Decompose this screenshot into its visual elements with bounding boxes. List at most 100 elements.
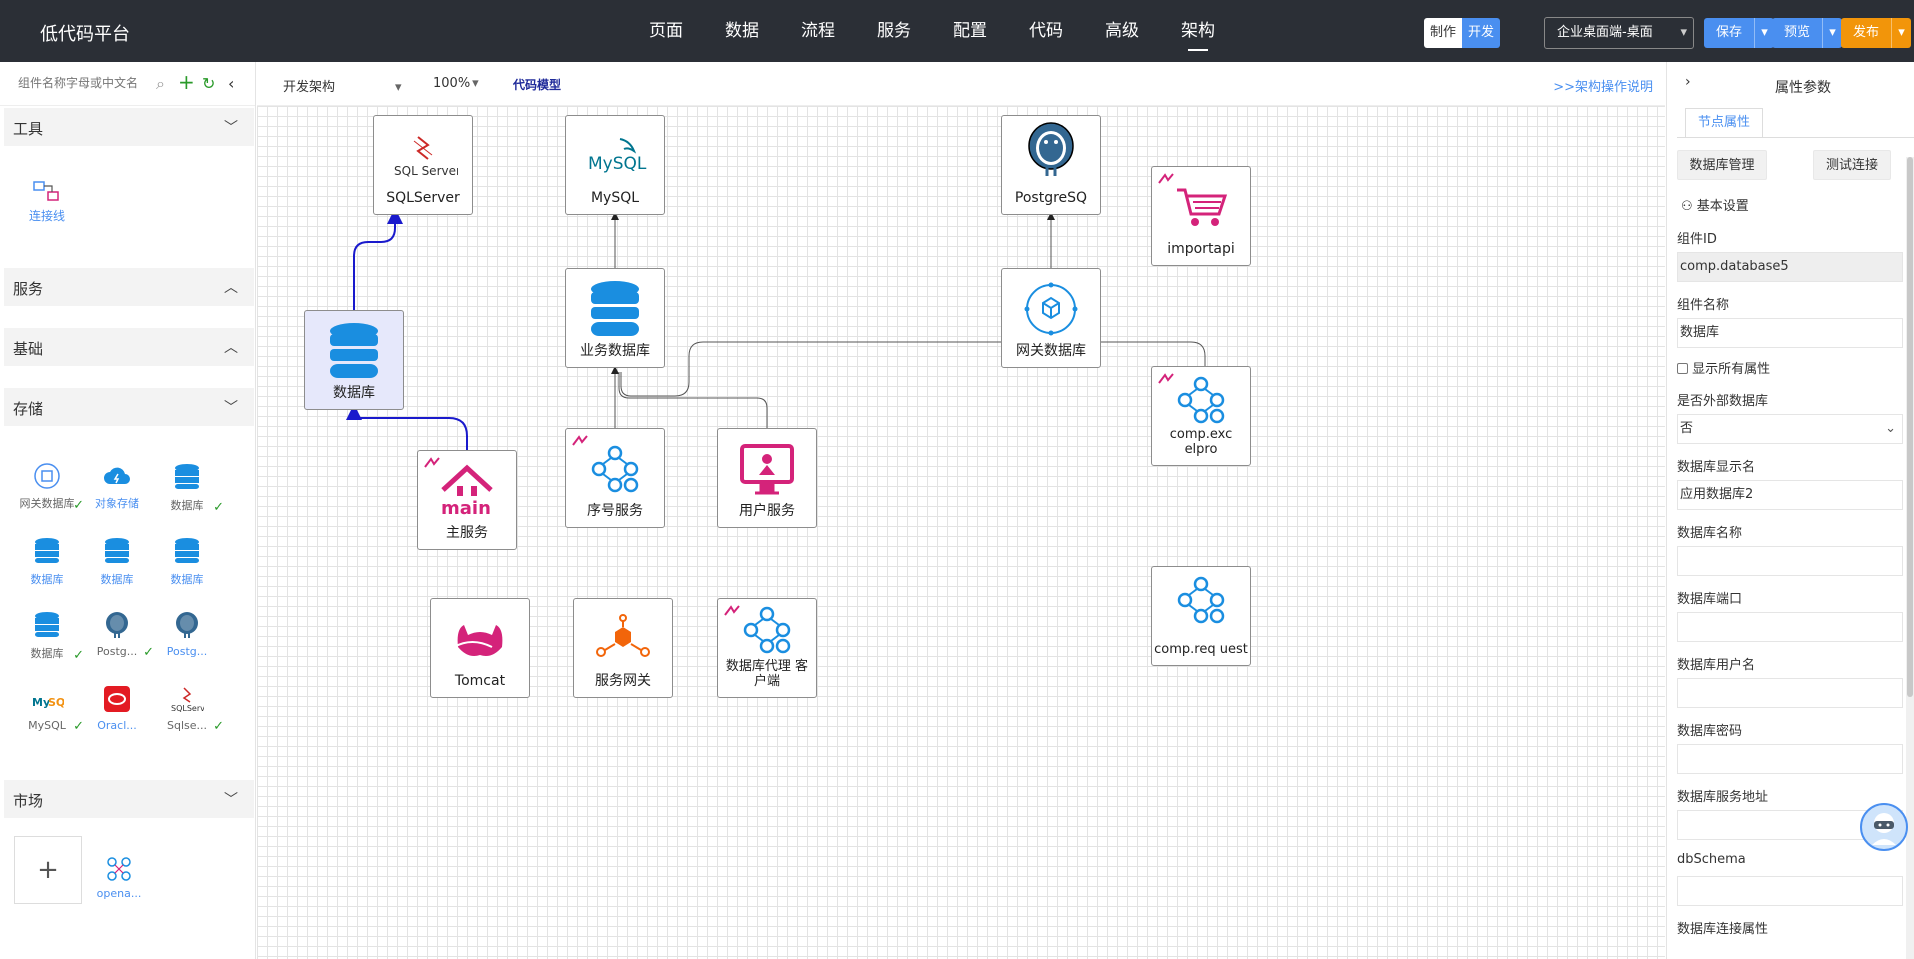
check-icon: ✓ xyxy=(73,648,84,663)
storage-item-postgres[interactable]: Postg... ✓ xyxy=(84,610,154,660)
market-add-button[interactable]: + xyxy=(14,836,82,904)
properties-scrollbar[interactable] xyxy=(1906,157,1914,959)
db-name-field[interactable] xyxy=(1677,546,1903,576)
storage-item-database[interactable]: 数据库 ✓ xyxy=(14,610,84,663)
mode-make-button[interactable]: 制作 xyxy=(1424,18,1462,48)
section-basic-settings-label: 基本设置 xyxy=(1696,199,1749,214)
nav-architecture[interactable]: 架构 xyxy=(1160,0,1236,62)
test-connection-button[interactable]: 测试连接 xyxy=(1813,150,1891,180)
node-mysql[interactable]: MySQL MySQL xyxy=(565,115,665,215)
node-database-selected[interactable]: 数据库 xyxy=(304,310,404,410)
section-market[interactable]: 市场 ﹀ xyxy=(4,780,254,818)
market-item-openapi[interactable]: opena... xyxy=(86,854,152,900)
section-basic[interactable]: 基础 ︿ xyxy=(4,328,254,366)
main-house-icon: main xyxy=(418,461,516,521)
code-model-link[interactable]: 代码模型 xyxy=(513,78,562,92)
db-schema-field[interactable] xyxy=(1677,876,1903,906)
display-name-field[interactable]: 应用数据库2 xyxy=(1677,480,1903,510)
db-manage-button[interactable]: 数据库管理 xyxy=(1677,150,1767,180)
edge-main-db xyxy=(346,404,468,450)
node-gateway-database[interactable]: 网关数据库 xyxy=(1001,268,1101,368)
node-label: SQLServer xyxy=(386,190,460,206)
nav-service[interactable]: 服务 xyxy=(877,21,911,41)
tab-node-properties[interactable]: 节点属性 xyxy=(1685,108,1763,138)
preview-button[interactable]: 预览 xyxy=(1784,25,1811,40)
zoom-value: 100% xyxy=(433,76,471,91)
show-all-checkbox[interactable] xyxy=(1677,363,1688,374)
node-postgresql[interactable]: PostgreSQ xyxy=(1001,115,1101,215)
service-graph-icon xyxy=(566,439,664,499)
storage-item-oracle[interactable]: Oracl... xyxy=(84,684,150,732)
arch-help-link[interactable]: >>架构操作说明 xyxy=(1553,80,1653,95)
node-main-service[interactable]: main 主服务 xyxy=(417,450,517,550)
tool-connector[interactable]: 连接线 xyxy=(22,180,72,224)
component-search-input[interactable] xyxy=(18,76,148,90)
environment-select[interactable]: 企业桌面端-桌面 xyxy=(1544,17,1694,49)
node-excelpro[interactable]: comp.exc elpro xyxy=(1151,366,1251,466)
storage-item-database[interactable]: 数据库 xyxy=(154,536,220,587)
scrollbar-thumb[interactable] xyxy=(1907,157,1913,697)
storage-item-postgres[interactable]: Postg... xyxy=(154,610,220,658)
node-service-gateway[interactable]: 服务网关 xyxy=(573,598,673,698)
node-importapi[interactable]: importapi xyxy=(1151,166,1251,266)
node-tomcat[interactable]: Tomcat xyxy=(430,598,530,698)
db-user-field[interactable] xyxy=(1677,678,1903,708)
comp-id-field[interactable]: comp.database5 xyxy=(1677,252,1903,282)
nav-advanced[interactable]: 高级 xyxy=(1105,21,1139,41)
sqlserver-icon: SQL Server xyxy=(374,126,472,186)
save-dropdown-icon[interactable]: ▾ xyxy=(1754,18,1774,48)
mode-dev-button[interactable]: 开发 xyxy=(1462,18,1500,48)
node-request[interactable]: comp.req uest xyxy=(1151,566,1251,666)
storage-item-database[interactable]: 数据库 xyxy=(84,536,150,587)
storage-item-database[interactable]: 数据库 xyxy=(14,536,80,587)
node-label: comp.exc elpro xyxy=(1169,427,1233,457)
nav-pages[interactable]: 页面 xyxy=(649,21,683,41)
gateway-db-icon xyxy=(34,463,60,489)
check-icon: ✓ xyxy=(213,719,224,734)
publish-button[interactable]: 发布 xyxy=(1853,25,1880,40)
lambda-badge-icon xyxy=(1158,373,1174,389)
storage-item-mysql[interactable]: MySQL MySQL ✓ xyxy=(14,684,84,734)
lambda-badge-icon xyxy=(724,605,740,621)
storage-item-gateway-db[interactable]: 网关数据库 ✓ xyxy=(14,462,84,513)
nav-flow[interactable]: 流程 xyxy=(801,21,835,41)
collapse-left-icon[interactable]: ‹ xyxy=(228,74,235,93)
field-label: 数据库名称 xyxy=(1677,526,1743,541)
section-tools[interactable]: 工具 ﹀ xyxy=(4,108,254,146)
chevron-down-icon: ▾ xyxy=(472,76,479,91)
external-db-select[interactable]: 否⌄ xyxy=(1677,414,1903,444)
nav-config[interactable]: 配置 xyxy=(953,21,987,41)
db-port-field[interactable] xyxy=(1677,612,1903,642)
refresh-icon[interactable]: ↻ xyxy=(202,74,216,93)
mysql-icon: MySQL xyxy=(32,696,72,709)
preview-dropdown-icon[interactable]: ▾ xyxy=(1822,18,1842,48)
node-seq-service[interactable]: 序号服务 xyxy=(565,428,665,528)
storage-item-sqlserver[interactable]: SQLServer Sqlse... ✓ xyxy=(154,684,224,734)
db-password-field[interactable] xyxy=(1677,744,1903,774)
assistant-avatar-icon[interactable] xyxy=(1860,803,1908,851)
properties-title: 属性参数 xyxy=(1775,80,1831,96)
storage-item-database[interactable]: 数据库 ✓ xyxy=(154,462,224,515)
search-icon[interactable]: ⌕ xyxy=(156,74,165,93)
publish-dropdown-icon[interactable]: ▾ xyxy=(1891,18,1911,48)
node-db-proxy-client[interactable]: 数据库代理 客户端 xyxy=(717,598,817,698)
storage-item-object-storage[interactable]: 对象存储 xyxy=(84,462,150,511)
section-service[interactable]: 服务 ︿ xyxy=(4,268,254,306)
nav-data[interactable]: 数据 xyxy=(725,21,759,41)
architecture-canvas[interactable]: SQL Server SQLServer MySQL MySQL Postgre… xyxy=(257,106,1665,959)
section-storage[interactable]: 存储 ﹀ xyxy=(4,388,254,426)
field-label: 数据库密码 xyxy=(1677,724,1743,739)
nav-code[interactable]: 代码 xyxy=(1029,21,1063,41)
show-all-attrs-row[interactable]: 显示所有属性 xyxy=(1677,358,1770,377)
add-icon[interactable]: + xyxy=(178,70,195,94)
zoom-select[interactable]: 100%▾ xyxy=(433,76,479,91)
node-biz-database[interactable]: 业务数据库 xyxy=(565,268,665,368)
save-button[interactable]: 保存 xyxy=(1716,25,1743,40)
chevron-down-icon: ▾ xyxy=(395,80,402,95)
comp-name-field[interactable]: 数据库 xyxy=(1677,318,1903,348)
chevron-right-icon[interactable]: › xyxy=(1685,74,1691,90)
arch-select[interactable]: 开发架构▾ xyxy=(283,76,402,95)
field-label: 数据库用户名 xyxy=(1677,658,1756,673)
node-sqlserver[interactable]: SQL Server SQLServer xyxy=(373,115,473,215)
node-user-service[interactable]: 用户服务 xyxy=(717,428,817,528)
